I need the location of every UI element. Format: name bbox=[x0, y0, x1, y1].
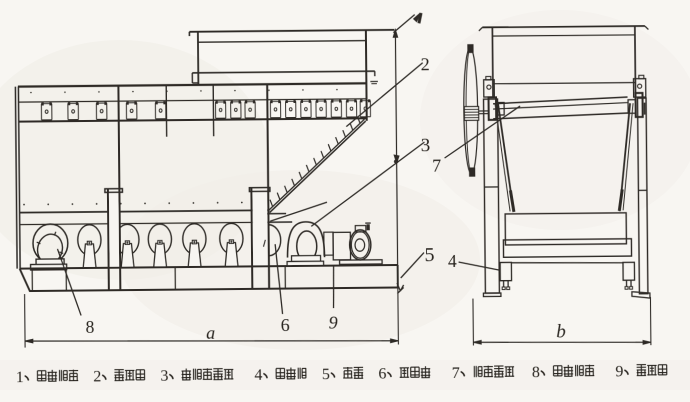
svg-text:6: 6 bbox=[378, 365, 386, 382]
svg-text:7: 7 bbox=[432, 155, 441, 175]
svg-text:6: 6 bbox=[281, 315, 290, 335]
svg-text:b: b bbox=[556, 321, 566, 342]
svg-text:5: 5 bbox=[424, 244, 434, 266]
svg-text:1: 1 bbox=[16, 369, 24, 386]
svg-text:a: a bbox=[206, 323, 215, 343]
svg-text:2: 2 bbox=[421, 54, 430, 74]
svg-text:8: 8 bbox=[85, 317, 94, 337]
svg-text:2: 2 bbox=[93, 368, 101, 385]
svg-text:4: 4 bbox=[254, 367, 262, 384]
svg-text:4: 4 bbox=[448, 251, 457, 271]
svg-text:8: 8 bbox=[532, 364, 540, 381]
svg-text:7: 7 bbox=[452, 365, 460, 382]
svg-text:9: 9 bbox=[615, 363, 623, 380]
svg-text:9: 9 bbox=[329, 312, 338, 332]
svg-text:3: 3 bbox=[421, 135, 431, 156]
svg-text:3: 3 bbox=[160, 368, 168, 385]
svg-text:5: 5 bbox=[322, 366, 330, 383]
